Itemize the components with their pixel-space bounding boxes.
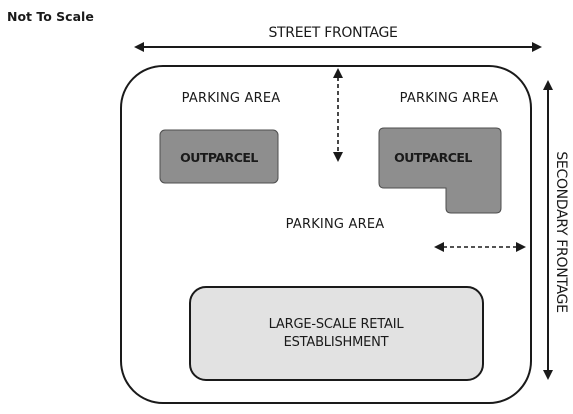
street-frontage-label: STREET FRONTAGE [268, 25, 397, 41]
outparcel-label-2: OUTPARCEL [394, 150, 472, 165]
scale-note: Not To Scale [7, 9, 94, 24]
retail-building [189, 286, 484, 381]
parking-area-label-2: PARKING AREA [400, 91, 499, 106]
parking-area-label-3: PARKING AREA [286, 217, 385, 232]
secondary-frontage-label: SECONDARY FRONTAGE [553, 151, 569, 312]
retail-label-line-1: LARGE-SCALE RETAIL [269, 317, 405, 332]
outparcel-1 [159, 129, 279, 184]
outparcel-2 [378, 127, 502, 214]
site-boundary [120, 65, 532, 404]
parking-area-label-1: PARKING AREA [182, 91, 281, 106]
outparcel-label-1: OUTPARCEL [180, 150, 258, 165]
retail-label-line-2: ESTABLISHMENT [284, 335, 389, 350]
